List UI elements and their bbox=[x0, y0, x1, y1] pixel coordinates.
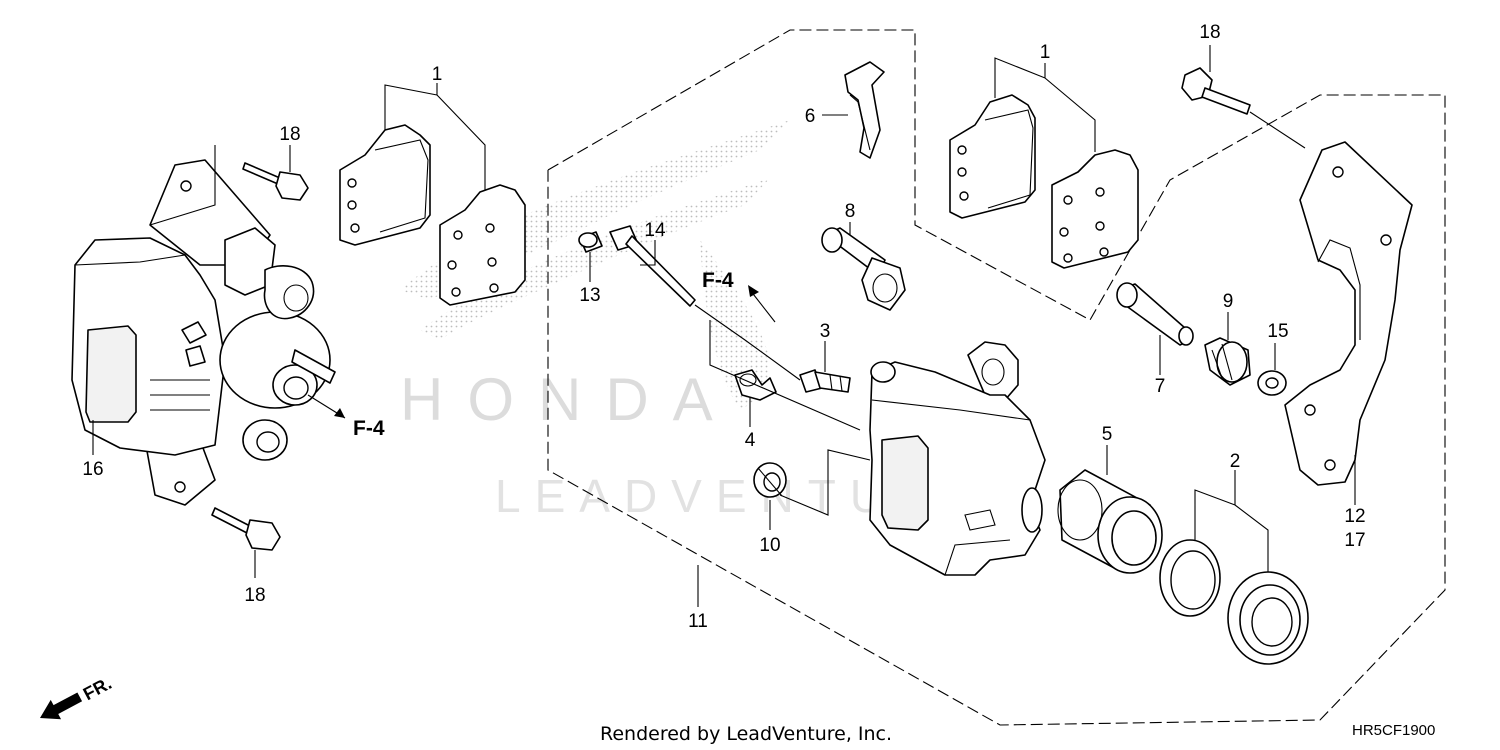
direction-label: FR. bbox=[80, 673, 115, 704]
slide-pin-boot bbox=[1204, 337, 1251, 386]
callout-pin-a: 7 bbox=[1155, 376, 1166, 397]
caliper-piston bbox=[1057, 469, 1163, 574]
callout-bolt-top-right: 18 bbox=[1199, 22, 1220, 43]
callout-piston: 5 bbox=[1102, 424, 1113, 445]
callout-washer: 15 bbox=[1267, 321, 1288, 342]
reference-f4-left: F-4 bbox=[353, 417, 385, 440]
callout-pads-right: 1 bbox=[1040, 42, 1051, 63]
callout-bracket-b: 17 bbox=[1344, 530, 1365, 551]
callout-labels: 1 1 2 3 4 5 6 7 8 9 10 11 12 17 13 14 15… bbox=[82, 22, 1365, 632]
pad-pin bbox=[609, 225, 696, 307]
bolt-bottom-left bbox=[211, 507, 281, 551]
honda-watermark-text: HONDA bbox=[400, 366, 737, 433]
caliper-bracket bbox=[1284, 141, 1413, 486]
callout-piston-seal: 2 bbox=[1230, 451, 1241, 472]
slide-pin-a bbox=[1116, 282, 1194, 346]
center-caliper-body bbox=[869, 341, 1046, 576]
bolt-top-right bbox=[1181, 67, 1251, 115]
callout-bleeder-cap: 4 bbox=[745, 430, 756, 451]
callout-pad-spring: 6 bbox=[805, 106, 816, 127]
callout-pads-left: 1 bbox=[432, 64, 443, 85]
right-brake-pad-set bbox=[949, 94, 1139, 269]
diagram-code: HR5CF1900 bbox=[1352, 722, 1435, 739]
left-brake-pad-set bbox=[339, 124, 526, 306]
callout-bolt-bottom-left: 18 bbox=[244, 585, 265, 606]
small-boot bbox=[753, 462, 787, 498]
callout-pin-b: 8 bbox=[845, 201, 856, 222]
washer bbox=[1257, 370, 1287, 396]
callout-pin-plug: 13 bbox=[579, 285, 600, 306]
front-direction-arrow: FR. bbox=[40, 673, 115, 720]
leader-lines bbox=[92, 45, 1356, 607]
reference-f4-center: F-4 bbox=[702, 269, 734, 292]
callout-bolt-top-left: 18 bbox=[279, 124, 300, 145]
callout-bracket-a: 12 bbox=[1344, 506, 1365, 527]
callout-boot: 9 bbox=[1223, 291, 1234, 312]
callout-caliper-assy: 11 bbox=[688, 611, 708, 632]
slide-pin-b bbox=[821, 227, 906, 311]
left-caliper-assembly bbox=[71, 159, 336, 506]
caliper-assembly-outline bbox=[547, 29, 1446, 726]
callout-bleeder: 3 bbox=[820, 321, 831, 342]
pin-plug bbox=[578, 231, 603, 253]
callout-pad-pin: 14 bbox=[644, 220, 666, 241]
callout-boot-small: 10 bbox=[759, 535, 780, 556]
bolt-top-left bbox=[242, 162, 309, 201]
piston-seal-set bbox=[1159, 539, 1309, 665]
callout-caliper-left: 16 bbox=[82, 459, 103, 480]
pad-spring bbox=[844, 61, 885, 159]
bleeder-valve bbox=[799, 369, 851, 393]
rendered-by-credit: Rendered by LeadVenture, Inc. bbox=[600, 723, 892, 745]
